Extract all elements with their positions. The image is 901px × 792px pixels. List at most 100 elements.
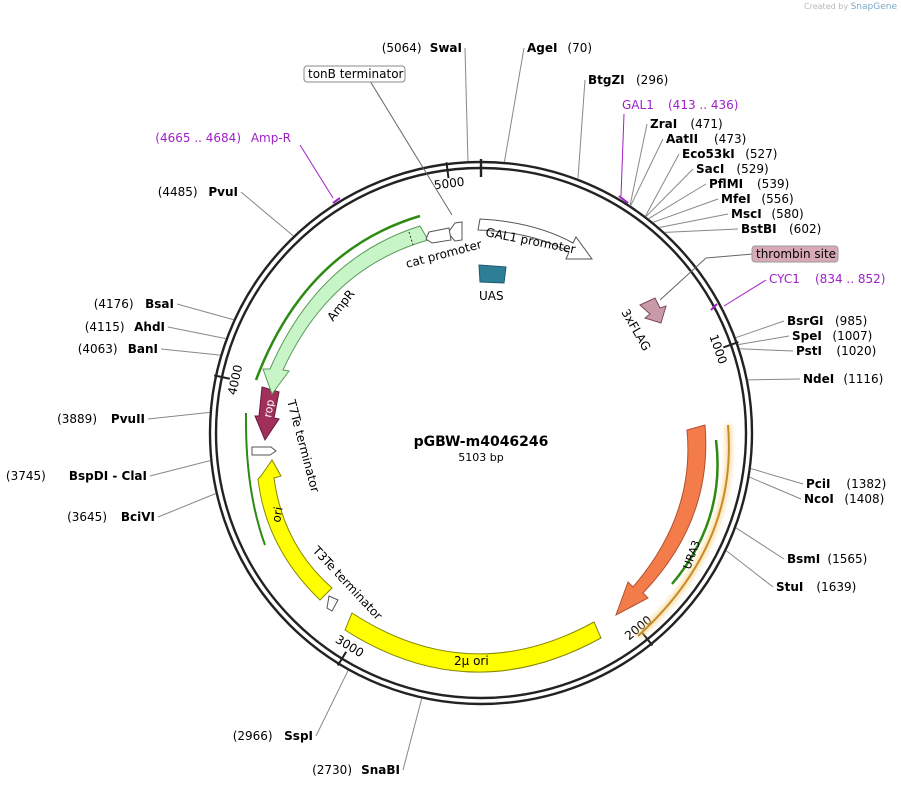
site-position: (296) [636,73,668,87]
site-bstbi[interactable]: BstBI (602) [741,222,821,236]
primer-labels: GAL1(413 .. 436) CYC1(834 .. 852) Amp-R(46… [155,98,885,286]
3xflag-label: 3xFLAG [618,307,653,354]
site-btgzi[interactable]: BtgZI (296) [588,73,668,87]
site-aatii[interactable]: AatII(473) [666,132,746,146]
t7te-terminator-arrow[interactable] [251,446,277,456]
site-pvui[interactable]: PvuI(4485) [158,185,238,199]
site-bsmi[interactable]: BsmI(1565) [787,552,867,566]
site-leader-12 [738,335,790,346]
2mu-ori-arc[interactable] [344,612,602,673]
site-pcii[interactable]: PciI(1382) [806,477,886,491]
site-position: (1007) [832,329,872,343]
thrombin-site-callout[interactable]: thrombin site [659,245,839,301]
site-pvuii[interactable]: PvuII(3889) [57,412,145,426]
credit-prefix: Created by [804,2,849,11]
site-saci[interactable]: SacI(529) [696,162,769,176]
tick-4000 [213,374,231,380]
site-ndei[interactable]: NdeI(1116) [803,372,883,386]
primer-name: CYC1 [769,272,800,286]
site-labels: SwaI(5064) AgeI (70) BtgZI (296) ZraI(471)Aat… [6,41,886,777]
site-psti[interactable]: PstI(1020) [796,344,876,358]
site-bcivi[interactable]: BciVI(3645) [67,510,155,524]
site-bspdi-clai[interactable]: BspDI - ClaI(3745) [6,469,147,483]
site-stui[interactable]: StuI (1639) [776,580,856,594]
gal1-promoter-arrow[interactable] [477,218,593,260]
thrombin-site-label: thrombin site [756,247,836,261]
site-position: (1382) [846,477,886,491]
site-bsrgi[interactable]: BsrGI (985) [787,314,867,328]
tonb-terminator-callout[interactable]: tonB terminator [303,65,453,216]
site-name: BstBI [741,222,777,236]
site-leader-4 [630,138,664,207]
site-leader-19 [402,698,423,771]
site-name: BtgZI [588,73,625,87]
site-name: MscI [731,207,762,221]
site-position: (70) [567,41,592,55]
primer-cyc1[interactable]: CYC1(834 .. 852) [769,272,885,286]
rop-arrow[interactable] [254,386,280,442]
primer-name: Amp-R [251,131,291,145]
site-name: SspI [284,729,313,743]
site-position: (1020) [836,344,876,358]
site-position: (985) [835,314,867,328]
site-position: (1639) [816,580,856,594]
site-name: AatII [666,132,698,146]
site-spei[interactable]: SpeI(1007) [792,329,872,343]
site-leader-17 [735,527,785,560]
cat-promoter-arrow-2[interactable] [425,227,452,244]
site-snabi[interactable]: SnaBI (2730) [312,763,400,777]
site-name: AgeI [527,41,557,55]
uas-box[interactable] [478,264,507,284]
site-leader-18 [725,550,774,588]
site-name: StuI [776,580,803,594]
primer-gal1[interactable]: GAL1(413 .. 436) [622,98,738,112]
site-leader-5 [644,153,680,217]
site-name: BsrGI [787,314,824,328]
site-leader-21 [157,493,217,518]
ura3-arrow[interactable] [615,424,707,617]
plasmid-name: pGBW-m4046246 [414,434,549,450]
site-swai[interactable]: SwaI(5064) [382,41,462,55]
site-name: PflMI [709,177,743,191]
site-leader-lines [147,47,804,771]
site-name: Eco53kI [682,147,735,161]
site-pflmi[interactable]: PflMI(539) [709,177,789,191]
site-leader-0 [464,47,469,162]
site-msci[interactable]: MscI (580) [731,207,804,221]
site-leader-10 [664,228,739,233]
site-name: SnaBI [361,763,400,777]
site-mfei[interactable]: MfeI(556) [721,192,794,206]
t3te-terminator-arrow[interactable] [326,595,339,612]
site-leader-6 [645,168,694,218]
site-bsai[interactable]: BsaI(4176) [94,297,174,311]
site-name: MfeI [721,192,751,206]
credit-brand: SnapGene [850,2,897,12]
plasmid-size: 5103 bp [458,451,503,464]
3xflag-arrow[interactable] [639,297,667,324]
site-position: (3745) [6,469,46,483]
site-leader-20 [315,670,349,737]
site-agei[interactable]: AgeI (70) [527,41,592,55]
site-position: (4115) [85,320,125,334]
site-position: (4485) [158,185,198,199]
ori-arrow[interactable] [257,459,333,601]
site-position: (602) [789,222,821,236]
site-zrai[interactable]: ZraI(471) [650,117,723,131]
site-position: (2966) [233,729,273,743]
tonb-terminator-label: tonB terminator [308,67,404,81]
site-ncoi[interactable]: NcoI(1408) [804,492,884,506]
ampr-arrow[interactable] [262,225,429,396]
site-eco53ki[interactable]: Eco53kI(527) [682,147,777,161]
site-position: (2730) [312,763,352,777]
site-sspi[interactable]: SspI (2966) [233,729,313,743]
site-position: (3889) [57,412,97,426]
site-bani[interactable]: BanI(4063) [78,342,158,356]
tick-label-4000: 4000 [225,364,245,397]
site-leader-13 [739,348,794,352]
site-position: (580) [771,207,803,221]
primer-amp-r[interactable]: Amp-R(4665 .. 4684) [155,131,291,145]
site-ahdi[interactable]: AhdI(4115) [85,320,165,334]
tick-3000 [336,651,348,666]
tick-5000 [445,162,450,179]
